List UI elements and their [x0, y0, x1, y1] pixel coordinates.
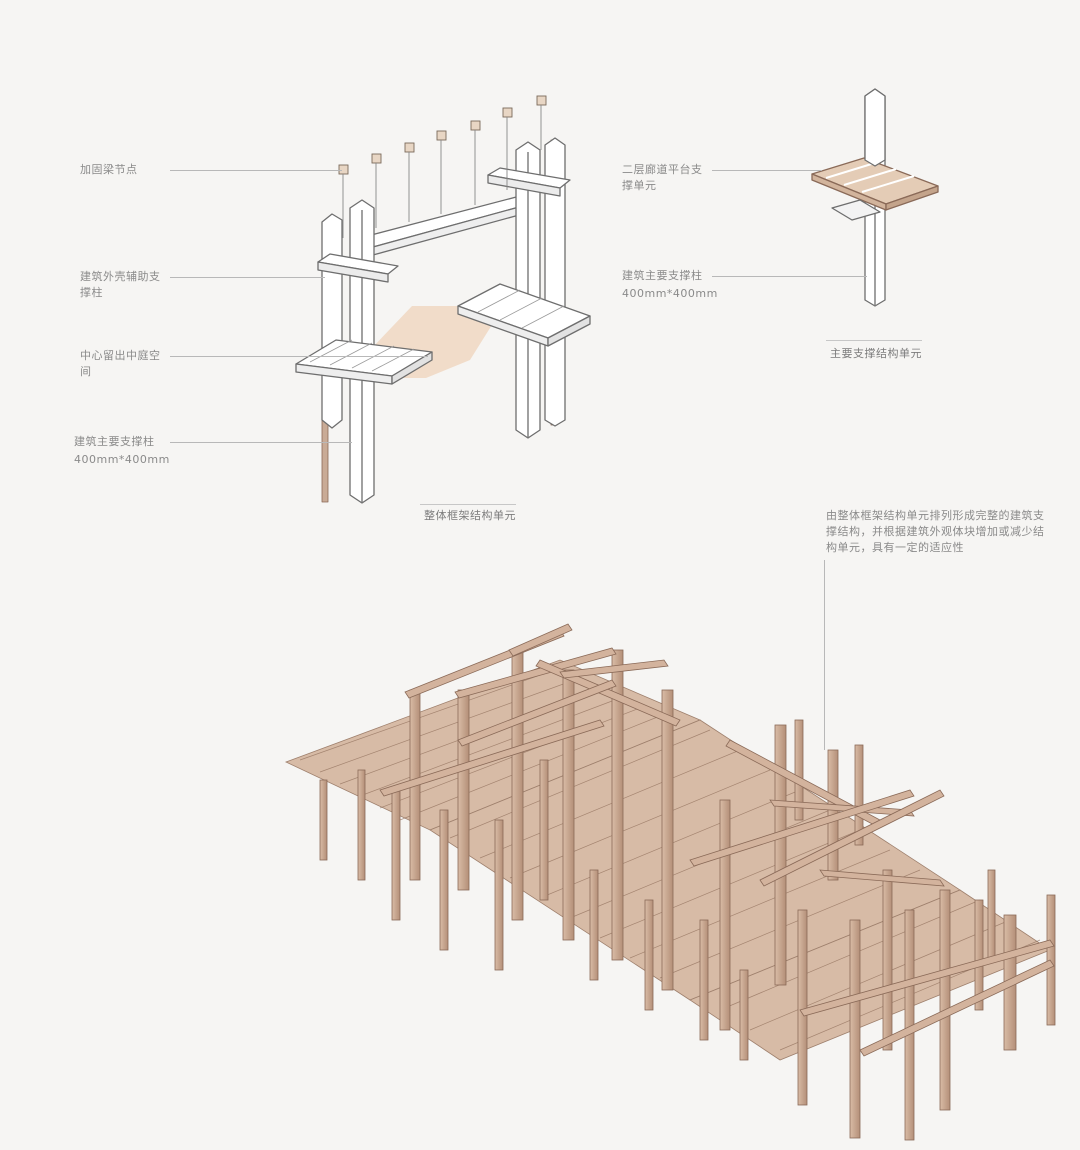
- leader-auxiliary-column: [170, 277, 325, 278]
- assembly-note: 由整体框架结构单元排列形成完整的建筑支 撑结构，并根据建筑外观体块增加或减少结 …: [826, 509, 1045, 554]
- caption-frame-unit: 整体框架结构单元: [424, 509, 516, 522]
- label-auxiliary-column: 建筑外壳辅助支 撑柱: [80, 270, 161, 299]
- timber-columns: [319, 649, 1056, 1141]
- caption-rule-frame: [420, 504, 516, 505]
- leader-main-column-right: [712, 276, 867, 277]
- label-main-column-size-right: 400mm*400mm: [622, 287, 718, 300]
- label-main-column-left: 建筑主要支撑柱: [74, 435, 155, 448]
- timber-beams: [379, 623, 1055, 1057]
- leader-assembly-note: [824, 560, 825, 750]
- label-main-column-size-left: 400mm*400mm: [74, 453, 170, 466]
- label-reinforced-joint: 加固梁节点: [80, 163, 138, 176]
- leader-courtyard: [170, 356, 428, 357]
- reinforced-joint-nodes: [338, 95, 547, 238]
- label-platform: 二层廊道平台支 撑单元: [622, 163, 703, 192]
- leader-platform: [712, 170, 822, 171]
- label-main-column-right: 建筑主要支撑柱: [622, 269, 703, 282]
- caption-support-unit: 主要支撑结构单元: [830, 347, 922, 360]
- label-courtyard: 中心留出中庭空 间: [80, 349, 161, 378]
- caption-rule-support: [826, 340, 922, 341]
- leader-main-column-left: [170, 442, 352, 443]
- leader-reinforced-joint: [170, 170, 342, 171]
